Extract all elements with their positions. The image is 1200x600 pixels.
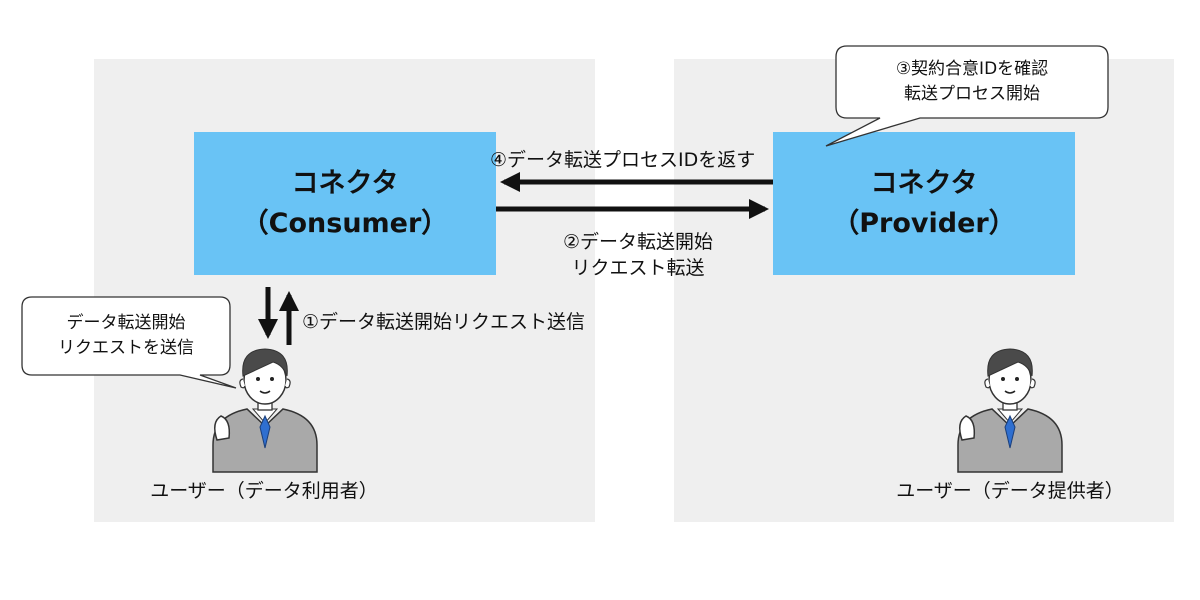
consumer-box-subtitle: （Consumer）	[241, 207, 449, 239]
step2-label: ②データ転送開始 リクエスト転送	[528, 229, 748, 281]
speech-bubble-icon	[21, 296, 237, 389]
step1-label: ①データ転送開始リクエスト送信	[302, 311, 586, 333]
provider-user-label: ユーザー（データ提供者）	[896, 480, 1124, 502]
provider-connector-box: コネクタ （Provider）	[773, 132, 1075, 275]
speech-bubble-icon	[825, 45, 1109, 147]
provider-callout-line2: 転送プロセス開始	[904, 84, 1040, 104]
provider-callout-line1: ③契約合意IDを確認	[895, 59, 1049, 79]
consumer-connector-box: コネクタ （Consumer）	[194, 132, 496, 275]
provider-callout-text: ③契約合意IDを確認 転送プロセス開始	[836, 57, 1108, 107]
consumer-user-label: ユーザー（データ利用者）	[150, 480, 378, 502]
provider-box-subtitle: （Provider）	[832, 207, 1016, 239]
step2-label-line2: リクエスト転送	[571, 257, 705, 279]
consumer-callout-line2: リクエストを送信	[58, 338, 194, 358]
step4-label: ④データ転送プロセスIDを返す	[490, 149, 756, 171]
consumer-callout-text: データ転送開始 リクエストを送信	[22, 311, 230, 361]
step2-label-line1: ②データ転送開始	[562, 231, 714, 253]
user-avatar-icon	[957, 348, 1063, 473]
consumer-callout-line1: データ転送開始	[66, 313, 186, 333]
consumer-box-title: コネクタ	[291, 167, 399, 199]
provider-box-title: コネクタ	[870, 167, 978, 199]
user-avatar-icon	[212, 348, 318, 473]
